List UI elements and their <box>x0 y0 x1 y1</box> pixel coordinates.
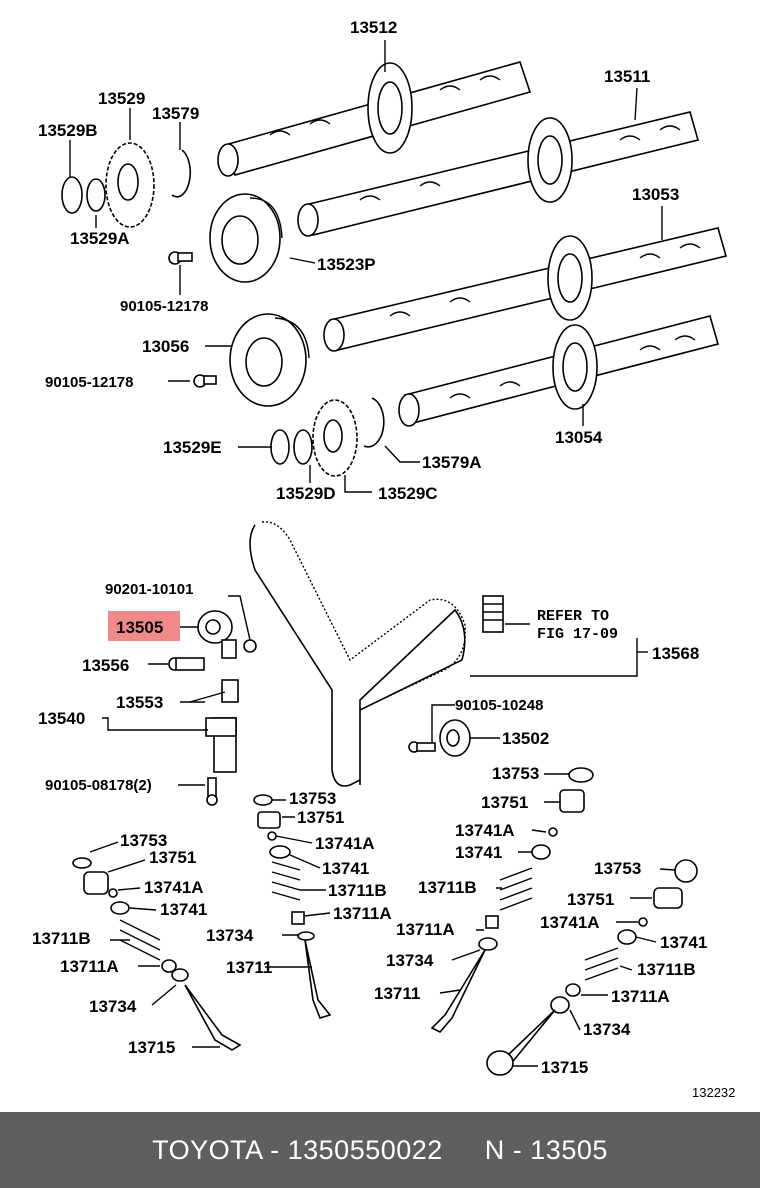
pulley-13056[interactable] <box>229 313 310 407</box>
bolt-13556[interactable] <box>168 657 205 671</box>
exploded-parts-diagram: 13512 13511 13529 13579 13529B 13529A 13… <box>32 18 727 1077</box>
label-fr-13711A[interactable]: 13711A <box>611 987 670 1006</box>
label-fr-13741[interactable]: 13741 <box>660 933 707 952</box>
label-13523P[interactable]: 13523P <box>317 255 376 274</box>
label-13579A[interactable]: 13579A <box>422 453 482 472</box>
footer-brand-part-number: TOYOTA - 1350550022 <box>152 1134 443 1165</box>
label-r-13741A[interactable]: 13741A <box>455 821 515 840</box>
label-c-13741[interactable]: 13741 <box>322 859 369 878</box>
label-l-13711B[interactable]: 13711B <box>32 929 91 948</box>
pulley-13523P[interactable] <box>209 193 283 283</box>
label-90201-10101[interactable]: 90201-10101 <box>105 581 193 598</box>
valve-train-center[interactable] <box>253 794 332 1019</box>
tensioner-13540[interactable] <box>205 717 237 773</box>
ring-13529A[interactable] <box>86 178 106 212</box>
nut-90201-10101[interactable] <box>243 639 257 653</box>
ring-13529B[interactable] <box>61 176 83 214</box>
label-c-13711[interactable]: 13711 <box>226 958 272 977</box>
camshaft-13512[interactable] <box>217 61 532 177</box>
label-90105-12178-lower[interactable]: 90105-12178 <box>45 374 133 391</box>
label-l-13734[interactable]: 13734 <box>89 997 137 1016</box>
label-c-13711B[interactable]: 13711B <box>328 881 387 900</box>
label-13505[interactable]: 13505 <box>116 618 163 637</box>
label-90105-08178[interactable]: 90105-08178(2) <box>45 777 152 794</box>
label-13502[interactable]: 13502 <box>502 729 549 748</box>
snap-ring-13579A[interactable] <box>363 397 385 448</box>
label-c-13734[interactable]: 13734 <box>206 926 254 945</box>
camshaft-13511[interactable] <box>297 111 699 237</box>
sprocket-13529[interactable] <box>105 142 155 228</box>
label-l-13715[interactable]: 13715 <box>128 1038 175 1057</box>
footer-bar: TOYOTA - 1350550022 N - 13505 <box>0 1112 760 1188</box>
snap-ring-13579[interactable] <box>171 149 192 198</box>
valve-train-far-right[interactable] <box>486 859 698 1076</box>
figure-code: 132232 <box>692 1085 736 1100</box>
label-13512[interactable]: 13512 <box>350 18 397 37</box>
idler-pulley-13505[interactable] <box>197 610 237 659</box>
sprocket-13529C[interactable] <box>312 399 358 477</box>
label-refer-fig[interactable]: FIG 17-09 <box>537 626 618 643</box>
label-c-13711A[interactable]: 13711A <box>333 904 392 923</box>
label-13054[interactable]: 13054 <box>555 428 603 447</box>
bolt-90105-08178[interactable] <box>206 777 218 806</box>
idler-13502[interactable] <box>439 719 471 757</box>
label-13529A[interactable]: 13529A <box>70 229 130 248</box>
bracket-13553[interactable] <box>189 679 239 703</box>
label-13579[interactable]: 13579 <box>152 104 199 123</box>
label-l-13753[interactable]: 13753 <box>120 831 167 850</box>
highlight-13505 <box>108 611 180 641</box>
label-r-13711[interactable]: 13711 <box>374 984 420 1003</box>
label-r-13741[interactable]: 13741 <box>455 843 502 862</box>
label-l-13751[interactable]: 13751 <box>149 848 196 867</box>
ring-13529E[interactable] <box>270 429 290 465</box>
label-90105-10248[interactable]: 90105-10248 <box>455 697 543 714</box>
label-13529B[interactable]: 13529B <box>38 121 98 140</box>
label-13529D[interactable]: 13529D <box>276 484 336 503</box>
valve-leader-lines <box>89 773 676 1067</box>
label-fr-13715[interactable]: 13715 <box>541 1058 588 1077</box>
camshaft-13053[interactable] <box>323 227 727 352</box>
label-13053[interactable]: 13053 <box>632 185 679 204</box>
ring-13529D[interactable] <box>293 429 313 465</box>
valve-train-left[interactable] <box>72 857 242 1051</box>
label-fr-13753[interactable]: 13753 <box>594 859 641 878</box>
part-labels: 13512 13511 13529 13579 13529B 13529A 13… <box>32 18 707 1077</box>
bolt-90105-12178-lower[interactable] <box>193 374 217 388</box>
label-13553[interactable]: 13553 <box>116 693 163 712</box>
label-13529C[interactable]: 13529C <box>378 484 438 503</box>
timing-belt-13568[interactable] <box>249 521 466 787</box>
label-c-13753[interactable]: 13753 <box>289 789 336 808</box>
bolt-90105-12178-upper[interactable] <box>168 251 193 265</box>
label-13568[interactable]: 13568 <box>652 644 699 663</box>
label-r-13711B[interactable]: 13711B <box>418 878 477 897</box>
label-r-13711A[interactable]: 13711A <box>396 920 455 939</box>
label-13056[interactable]: 13056 <box>142 337 189 356</box>
label-fr-13734[interactable]: 13734 <box>583 1020 631 1039</box>
leader-lines <box>69 40 663 786</box>
label-c-13751[interactable]: 13751 <box>297 808 344 827</box>
label-fr-13711B[interactable]: 13711B <box>637 960 696 979</box>
label-90105-12178-upper[interactable]: 90105-12178 <box>120 298 208 315</box>
camshaft-13054[interactable] <box>398 315 719 427</box>
label-r-13734[interactable]: 13734 <box>386 951 434 970</box>
label-l-13741[interactable]: 13741 <box>160 900 207 919</box>
label-r-13753[interactable]: 13753 <box>492 764 539 783</box>
label-13511[interactable]: 13511 <box>604 67 650 86</box>
label-13556[interactable]: 13556 <box>82 656 129 675</box>
bolt-90105-10248[interactable] <box>408 741 436 753</box>
label-l-13711A[interactable]: 13711A <box>60 957 119 976</box>
label-13529E[interactable]: 13529E <box>163 438 222 457</box>
label-13529[interactable]: 13529 <box>98 89 145 108</box>
label-fr-13751[interactable]: 13751 <box>567 890 614 909</box>
belt-icon-refer <box>482 595 504 633</box>
label-fr-13741A[interactable]: 13741A <box>540 913 600 932</box>
label-13540[interactable]: 13540 <box>38 709 85 728</box>
footer-part-code: N - 13505 <box>484 1134 608 1165</box>
label-r-13751[interactable]: 13751 <box>481 793 528 812</box>
label-c-13741A[interactable]: 13741A <box>315 834 375 853</box>
label-refer-to: REFER TO <box>537 608 609 625</box>
label-l-13741A[interactable]: 13741A <box>144 878 204 897</box>
